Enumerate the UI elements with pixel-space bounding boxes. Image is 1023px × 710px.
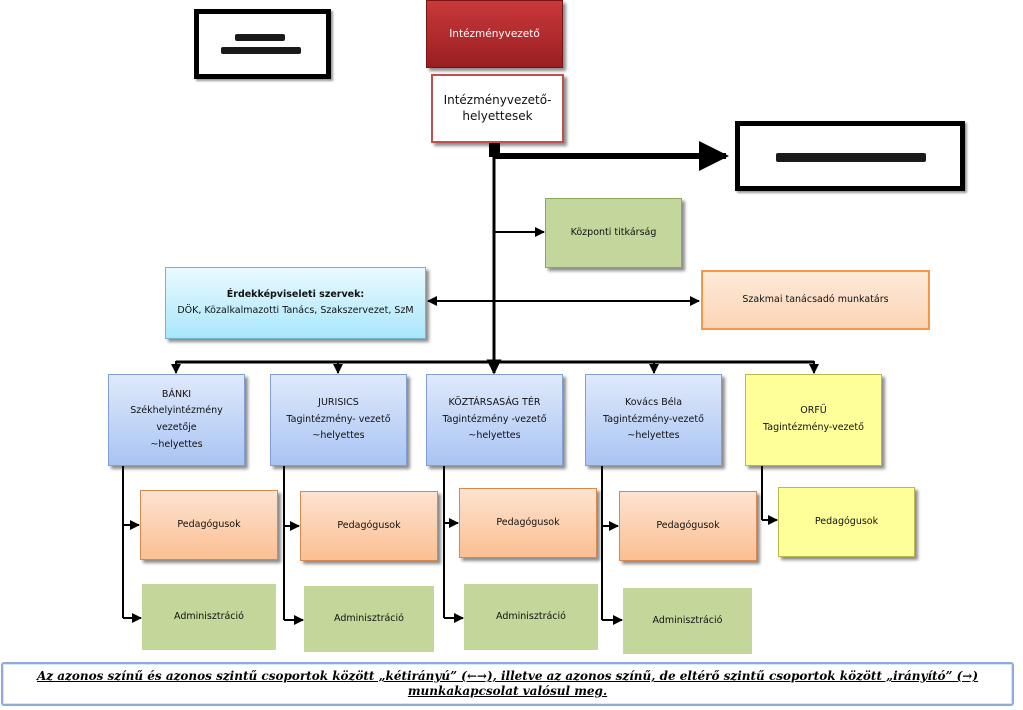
administration-box: Adminisztráció — [142, 584, 276, 650]
unit-deputy: ~helyettes — [468, 430, 521, 442]
administration-box: Adminisztráció — [304, 586, 434, 652]
teachers-label: Pedagógusok — [656, 520, 720, 532]
unit-deputy: ~helyettes — [627, 430, 680, 442]
leader-box: Intézményvezető — [426, 0, 563, 68]
unit-name: JURISICS — [318, 397, 359, 409]
teachers-box: Pedagógusok — [778, 487, 915, 557]
deputy-label-line1: Intézményvezető- — [443, 92, 552, 107]
teachers-label: Pedagógusok — [814, 516, 879, 528]
unit-box-kovacs-bela: Kovács Béla Tagintézmény-vezető ~helyett… — [585, 374, 722, 466]
interest-bodies-members: DÖK, Közalkalmazotti Tanács, Szakszervez… — [177, 305, 414, 316]
administration-box: Adminisztráció — [464, 584, 598, 650]
illegible-box-right — [735, 121, 965, 191]
unit-role: Tagintézmény-vezető — [763, 422, 864, 433]
administration-label: Adminisztráció — [174, 611, 244, 623]
deputy-box: Intézményvezető- helyettesek — [431, 74, 564, 143]
interest-bodies-title: Érdekképviseleti szervek: — [226, 288, 365, 300]
teachers-label: Pedagógusok — [337, 520, 401, 532]
unit-box-jurisics: JURISICS Tagintézmény- vezető ~helyettes — [270, 374, 407, 466]
administration-label: Adminisztráció — [652, 615, 723, 627]
trunk-knob — [489, 143, 500, 157]
professional-advisor-label: Szakmai tanácsadó munkatárs — [742, 294, 889, 306]
unit-box-koztarsasag-ter: KÖZTÁRSASÁG TÉR Tagintézmény -vezető ~he… — [426, 374, 563, 466]
teachers-box: Pedagógusok — [619, 491, 757, 561]
unit-box-orfu: ORFŰ Tagintézmény-vezető — [745, 374, 882, 466]
unit-role: Tagintézmény -vezető — [442, 413, 547, 425]
teachers-box: Pedagógusok — [140, 490, 278, 560]
teachers-label: Pedagógusok — [177, 519, 241, 531]
teachers-box: Pedagógusok — [300, 491, 438, 561]
unit-name: BÁNKI — [161, 388, 192, 400]
teachers-box: Pedagógusok — [459, 488, 597, 558]
unit-role: Székhelyintézmény vezetője — [130, 405, 223, 433]
unit-box-banki: BÁNKI Székhelyintézmény vezetője ~helyet… — [108, 374, 245, 466]
interest-bodies-box: Érdekképviseleti szervek: DÖK, Közalkalm… — [165, 267, 426, 339]
unit-name: KÖZTÁRSASÁG TÉR — [448, 397, 541, 409]
central-secretariat-label: Központi titkárság — [570, 227, 657, 239]
unit-deputy: ~helyettes — [312, 430, 365, 442]
administration-label: Adminisztráció — [496, 611, 566, 623]
administration-label: Adminisztráció — [334, 613, 404, 625]
unit-role: Tagintézmény-vezető — [603, 413, 704, 425]
central-secretariat-box: Központi titkárság — [545, 198, 682, 268]
leader-deputy-link — [479, 66, 494, 76]
deputy-label-line2: helyettesek — [462, 108, 533, 123]
unit-name: ORFŰ — [800, 405, 827, 417]
illegible-box-left — [194, 9, 331, 79]
teachers-label: Pedagógusok — [496, 517, 560, 529]
administration-box: Adminisztráció — [623, 588, 752, 654]
footer-note: Az azonos színű és azonos szintű csoport… — [1, 662, 1014, 706]
unit-role: Tagintézmény- vezető — [286, 413, 391, 425]
unit-deputy: ~helyettes — [150, 438, 203, 450]
unit-name: Kovács Béla — [624, 397, 683, 409]
professional-advisor-box: Szakmai tanácsadó munkatárs — [701, 270, 930, 330]
leader-label: Intézményvezető — [449, 27, 540, 40]
